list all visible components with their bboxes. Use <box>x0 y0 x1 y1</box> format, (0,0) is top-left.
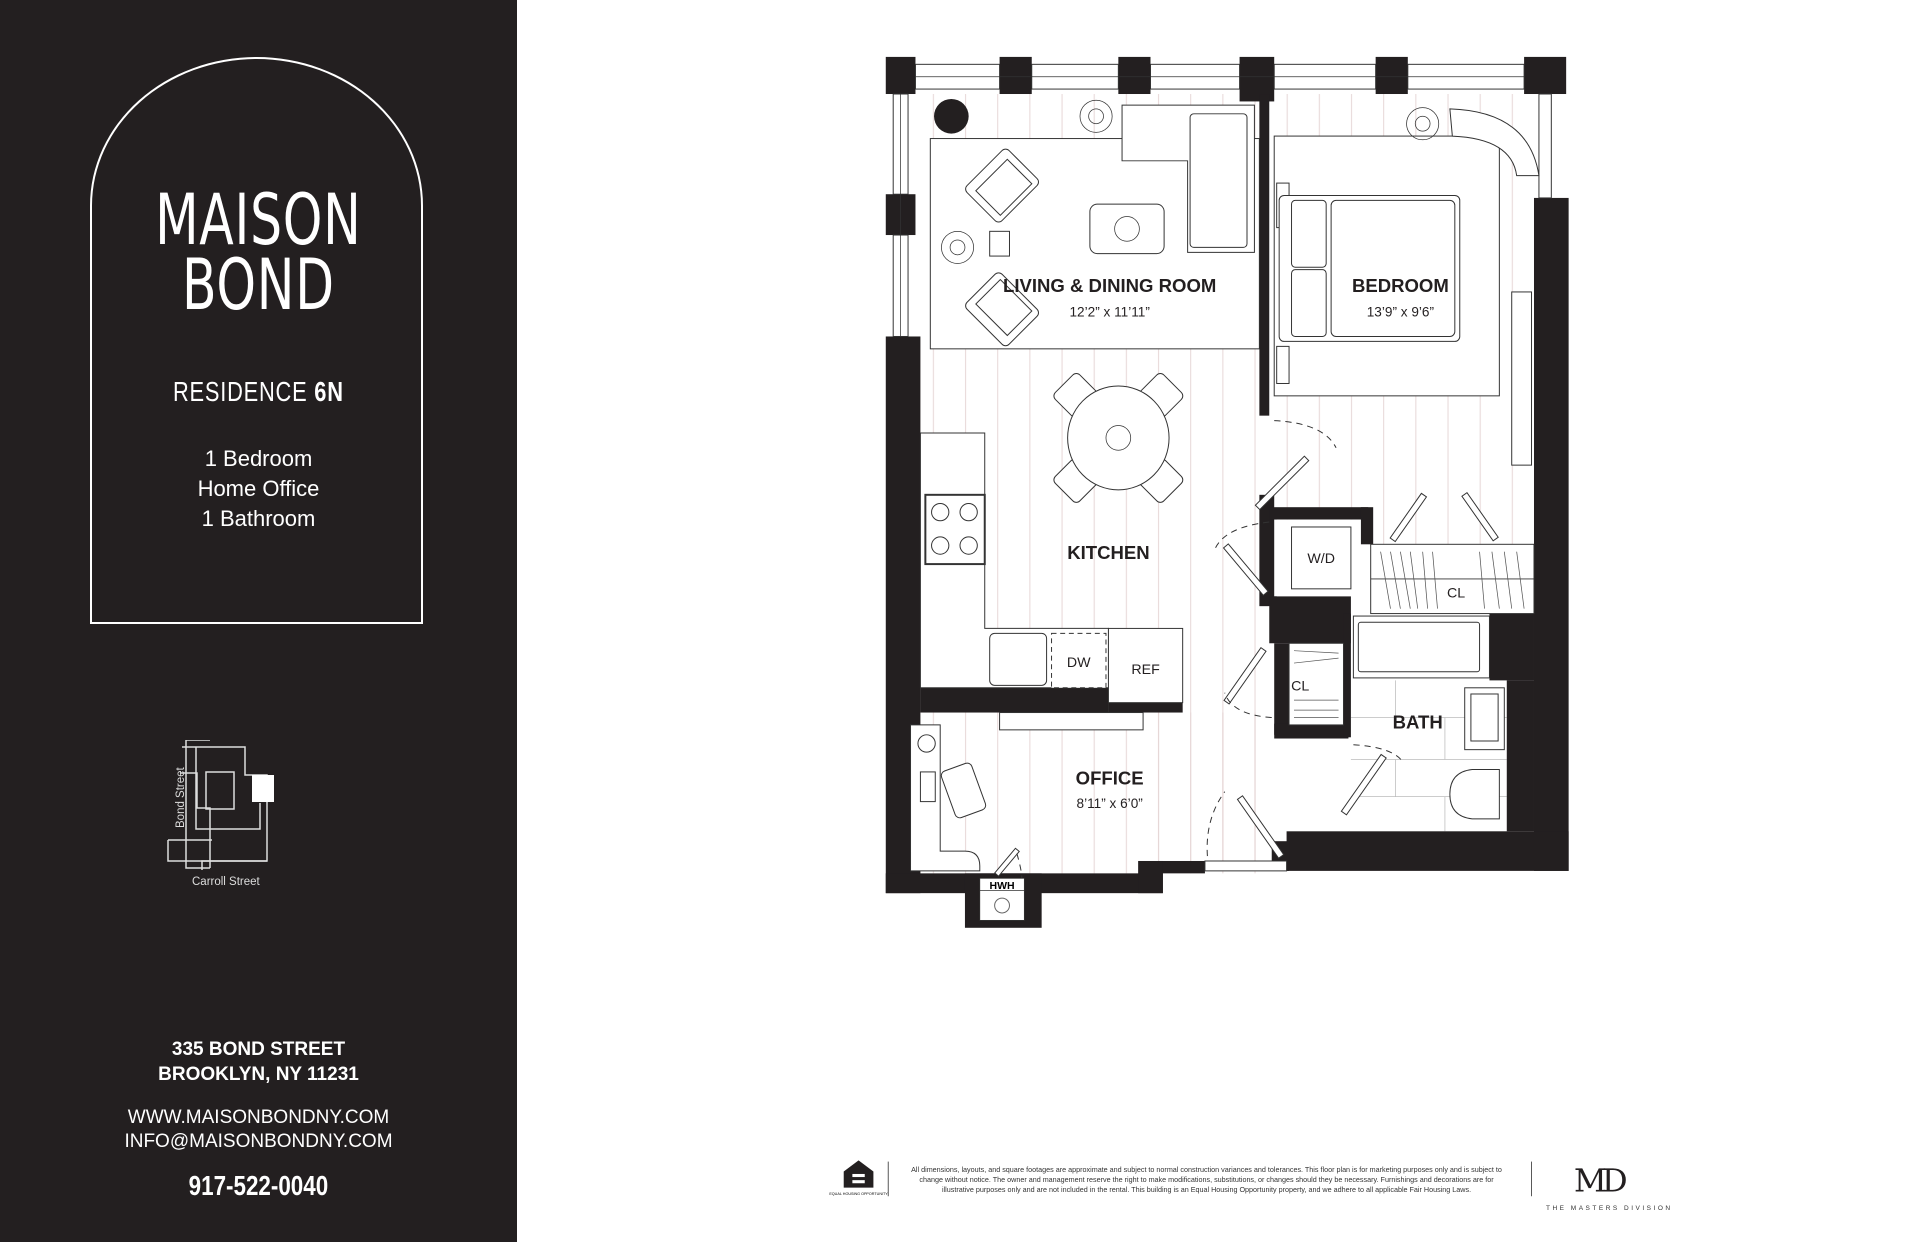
feature-bedroom: 1 Bedroom <box>204 446 313 471</box>
address-line1: 335 BOND STREET <box>171 1039 346 1060</box>
window-rails <box>900 76 1525 337</box>
bath-label: BATH <box>1393 712 1443 733</box>
brand-logo-line2: BOND <box>181 244 335 326</box>
hwh-label: HWH <box>990 880 1015 892</box>
residence-prefix: RESIDENCE <box>172 376 308 407</box>
key-plan: Bond Street Carroll Street <box>167 740 274 888</box>
side-table <box>989 230 1010 257</box>
dresser <box>1511 291 1533 466</box>
masters-division-logo: MD <box>1574 1161 1626 1199</box>
bond-street-label: Bond Street <box>175 766 187 828</box>
furniture <box>910 104 1540 872</box>
carroll-street-label: Carroll Street <box>192 876 261 888</box>
arch-frame <box>90 57 423 624</box>
website-link[interactable]: WWW.MAISONBONDNY.COM <box>127 1107 390 1128</box>
hall-closet-label: CL <box>1291 678 1309 694</box>
door-swings <box>1016 420 1404 879</box>
brand-logo-line1: MAISON <box>155 179 362 261</box>
washer-dryer <box>1291 526 1352 590</box>
wd-label: W/D <box>1307 551 1335 567</box>
office-desk <box>910 724 981 872</box>
hanger-lines <box>1293 551 1525 718</box>
bedroom-dims: 13’9” x 9’6” <box>1367 305 1435 320</box>
feature-bathroom: 1 Bathroom <box>201 506 316 531</box>
email-link[interactable]: INFO@MAISONBONDNY.COM <box>124 1131 393 1152</box>
residence-unit: 6N <box>314 376 344 407</box>
globe <box>917 734 936 753</box>
hall-closet <box>1288 642 1344 726</box>
masters-division-caption: THE MASTERS DIVISION <box>1546 1205 1673 1212</box>
dining-set <box>1053 372 1184 503</box>
toilet <box>1449 768 1500 820</box>
bedroom-label: BEDROOM <box>1352 275 1449 296</box>
water-heater-icon <box>994 897 1010 914</box>
plant-icons <box>941 99 1440 451</box>
kitchen-label: KITCHEN <box>1067 542 1149 563</box>
living-room-label: LIVING & DINING ROOM <box>1003 275 1216 296</box>
disclaimer: All dimensions, layouts, and square foot… <box>911 1165 1502 1194</box>
feature-office: Home Office <box>197 476 320 501</box>
eho-label: EQUAL HOUSING OPPORTUNITY <box>829 1192 888 1196</box>
curved-chair <box>1449 108 1540 177</box>
equal-housing-logo: EQUAL HOUSING OPPORTUNITY <box>829 1160 888 1196</box>
dw-label: DW <box>1067 655 1091 671</box>
office-chair <box>940 762 987 819</box>
phone-number[interactable]: 917-522-0040 <box>188 1170 329 1201</box>
office-label: OFFICE <box>1076 767 1144 788</box>
residence-title: RESIDENCE 6N <box>57 376 460 408</box>
kitchen-sink <box>989 632 1048 686</box>
dishwasher <box>1051 632 1107 689</box>
ref-label: REF <box>1131 662 1160 678</box>
office-shelf <box>999 712 1144 731</box>
info-panel: MAISON BOND RESIDENCE 6N 1 Bedroom Home … <box>0 0 517 1242</box>
address-line2: BROOKLYN, NY 11231 <box>158 1064 359 1085</box>
bedroom-closet-label: CL <box>1447 585 1465 601</box>
living-room-dims: 12’2” x 11’11” <box>1070 305 1151 320</box>
refrigerator <box>1107 627 1184 704</box>
round-side-table <box>934 98 969 134</box>
doors <box>994 455 1499 877</box>
coffee-table <box>1089 203 1165 255</box>
office-dims: 8’11” x 6’0” <box>1077 796 1144 811</box>
